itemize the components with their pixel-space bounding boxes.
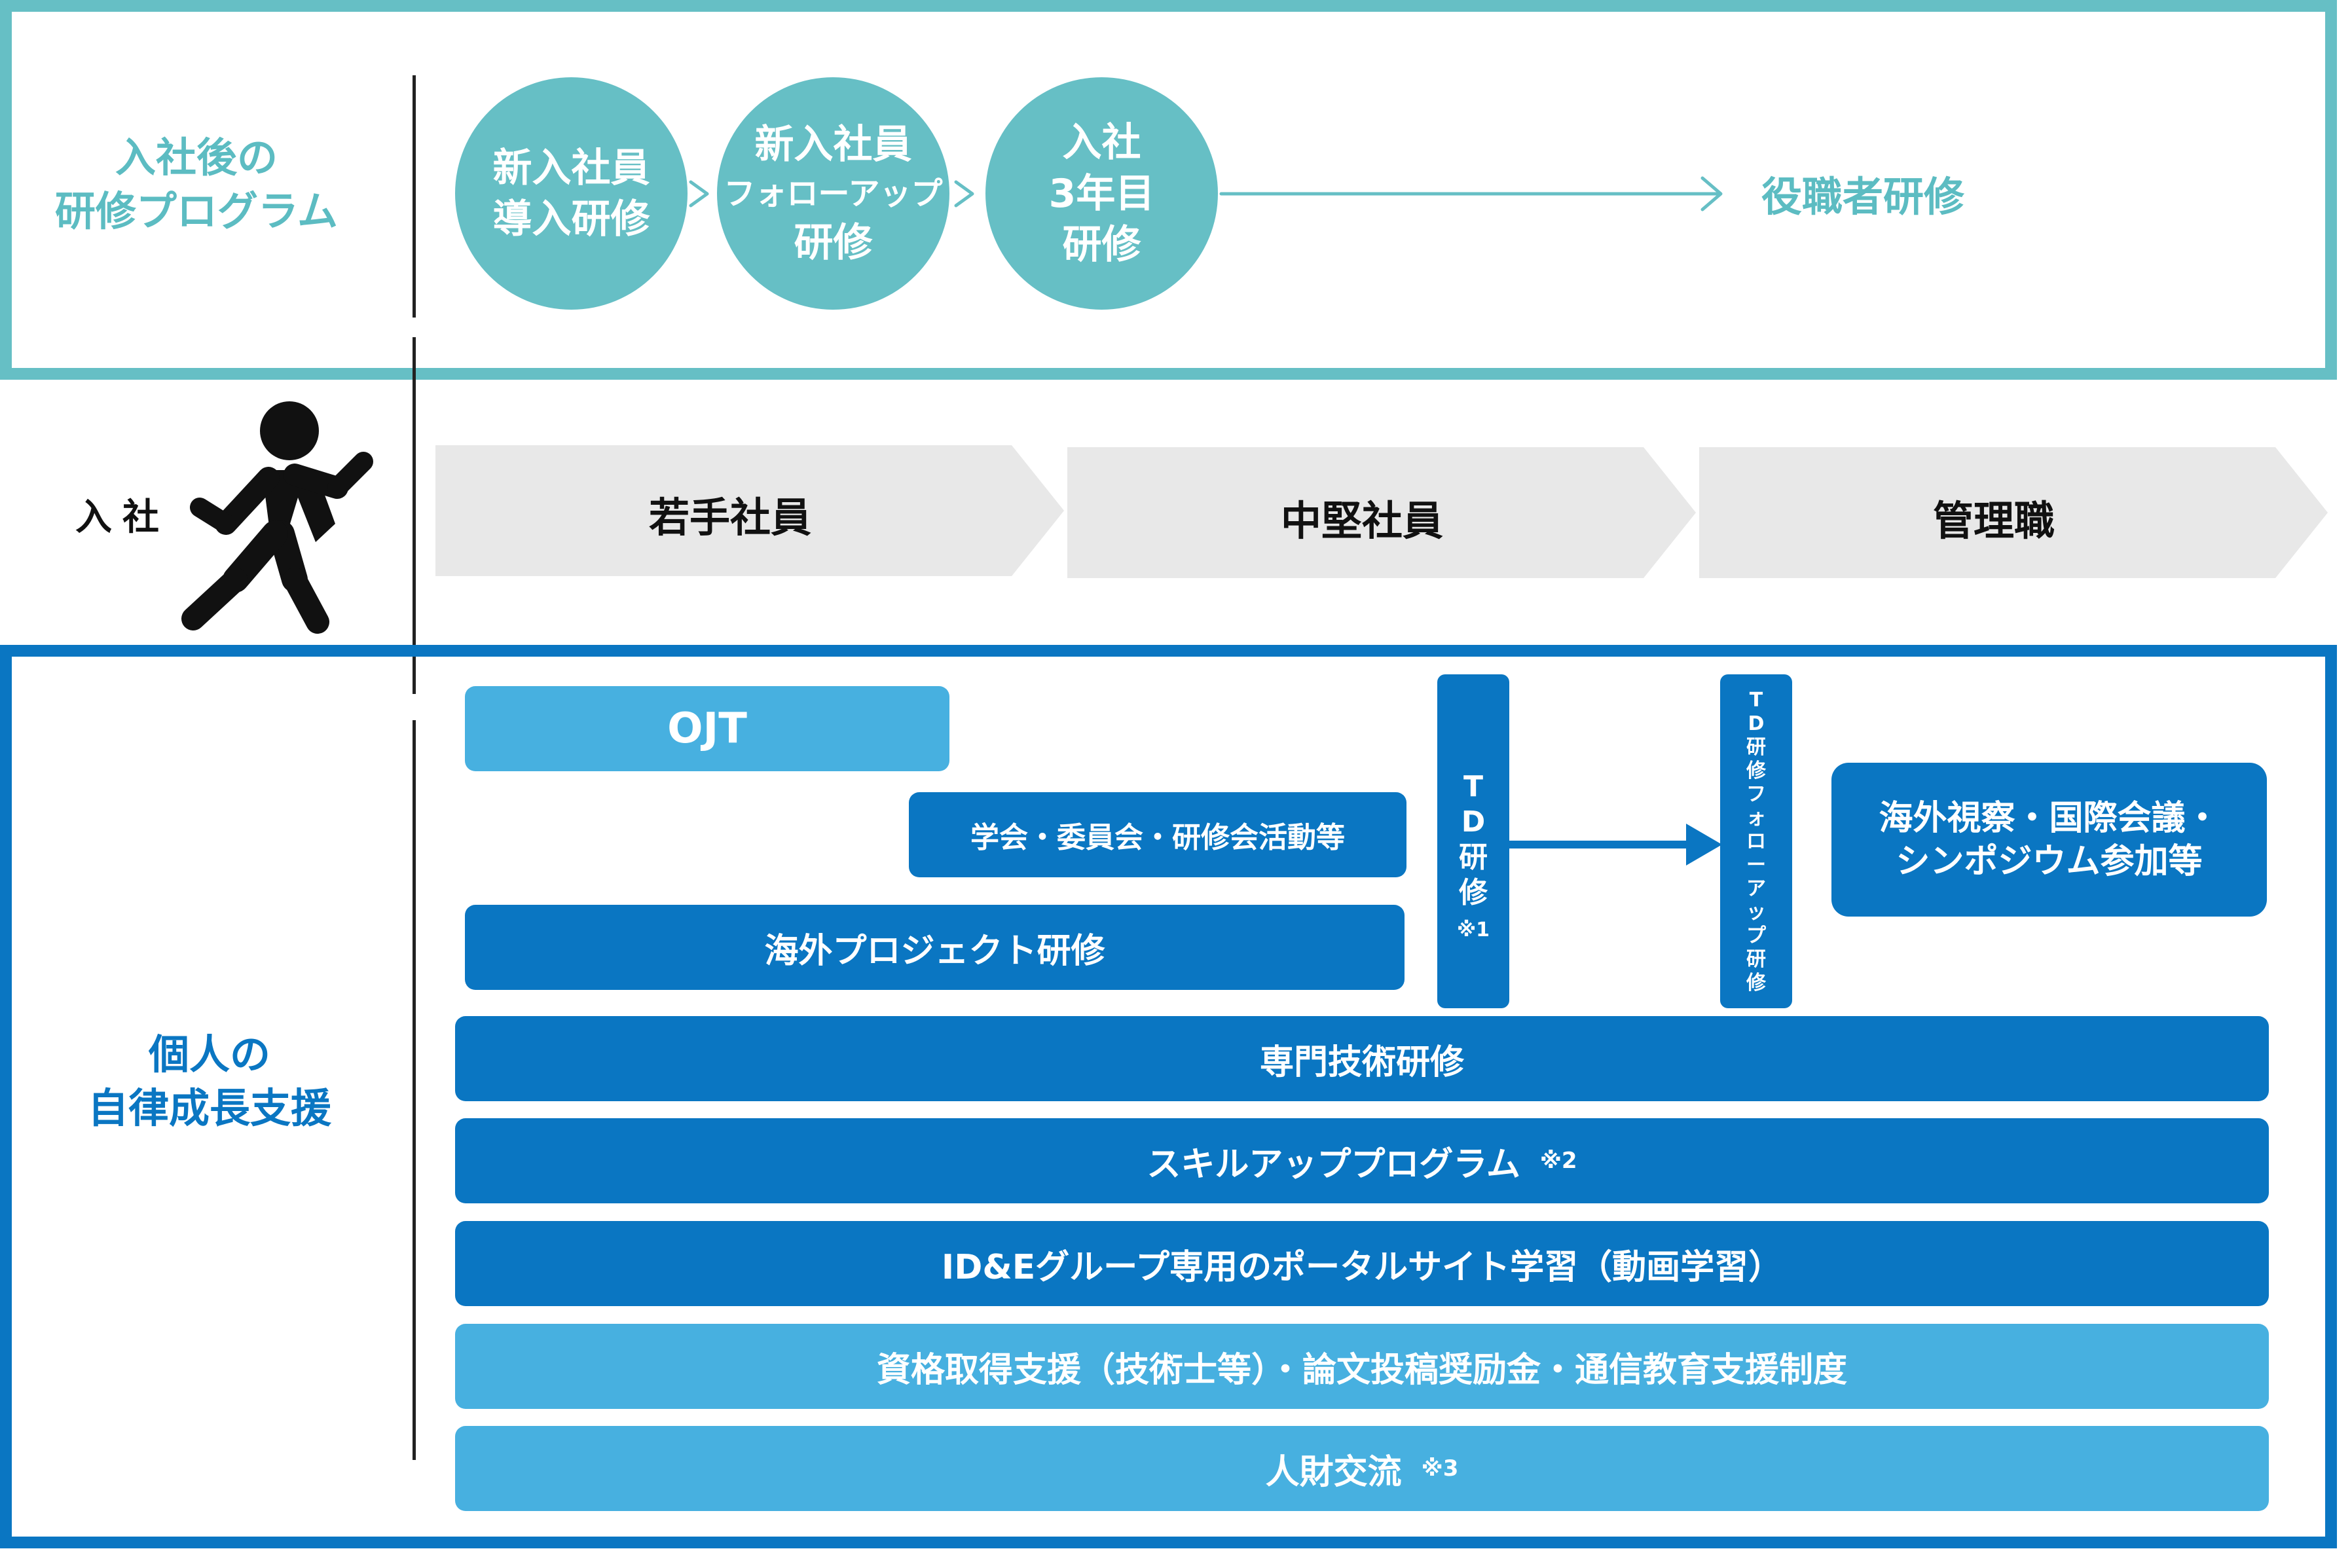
stage-chevron-mid (1067, 447, 1696, 578)
td-follow-char-2: D (1748, 712, 1765, 735)
circle-3-line2: 3年目 (1048, 170, 1155, 217)
td-follow-char-9: ア (1746, 877, 1766, 900)
portal-site-learning-bar: ID&Eグループ専用のポータルサイト学習（動画学習） (455, 1221, 2269, 1306)
td-follow-char-11: プ (1746, 924, 1766, 947)
walking-person-icon (181, 401, 373, 634)
personnel-exchange-label: 人財交流 (1265, 1452, 1402, 1492)
td-follow-char-6: ォ (1746, 807, 1766, 830)
stage-mid-label: 中堅社員 (1280, 497, 1443, 545)
overseas-conference-bar: 海外視察・国際会議・ シンポジウム参加等 (1831, 763, 2267, 917)
td-follow-char-10: ッ (1746, 901, 1766, 924)
academic-activities-label: 学会・委員会・研修会活動等 (970, 821, 1345, 854)
overseas-conference-line1: 海外視察・国際会議・ (1879, 798, 2220, 838)
qualification-support-label: 資格取得支援（技術士等）・論文投稿奨励金・通信教育支援制度 (876, 1350, 1847, 1390)
td-followup-bar: T D 研 修 フ ォ ロ ー ア ッ プ 研 修 (1720, 674, 1792, 1008)
arrow-chevron-2 (954, 180, 974, 208)
qualification-support-bar: 資格取得支援（技術士等）・論文投稿奨励金・通信教育支援制度 (455, 1324, 2269, 1409)
td-char-4: 修 (1459, 876, 1488, 909)
circle-1-line1: 新入社員 (492, 145, 650, 191)
td-follow-char-13: 修 (1746, 972, 1766, 994)
personnel-exchange-note: ※3 (1421, 1455, 1459, 1482)
stage-young-label: 若手社員 (648, 494, 811, 541)
td-follow-char-8: ー (1746, 854, 1766, 877)
self-growth-support-frame (0, 645, 2337, 1548)
circle-1-line2: 導入研修 (492, 196, 650, 242)
ojt-label: OJT (667, 704, 747, 753)
circle-new-employee-followup: 新入社員 フォローアップ 研修 (717, 77, 949, 310)
skill-up-program-label: スキルアッププログラム (1147, 1144, 1520, 1184)
arrow-head-to-managers (1700, 176, 1723, 211)
skill-up-program-bar: スキルアッププログラム ※2 (455, 1118, 2269, 1203)
td-followup-arrow (1509, 824, 1722, 866)
circle-2-line3: 研修 (794, 219, 873, 266)
td-follow-char-3: 研 (1746, 736, 1766, 759)
personnel-exchange-bar: 人財交流 ※3 (455, 1426, 2269, 1511)
td-follow-char-4: 修 (1746, 759, 1766, 782)
td-follow-char-7: ロ (1746, 830, 1766, 853)
td-char-1: T (1463, 770, 1483, 803)
stage-chevron-young (435, 445, 1064, 576)
self-growth-label-line2: 自律成長支援 (87, 1084, 331, 1132)
self-growth-label-line1: 個人の (148, 1030, 270, 1078)
circle-2-line2: フォローアップ (724, 175, 943, 212)
overseas-conference-line2: シンポジウム参加等 (1896, 841, 2203, 881)
skill-up-program-note: ※2 (1539, 1148, 1577, 1174)
circle-2-line1: 新入社員 (754, 121, 912, 168)
middle-divider-line (413, 337, 416, 694)
circle-3-line1: 入社 (1062, 119, 1141, 166)
specialized-tech-training-bar: 専門技術研修 (455, 1016, 2269, 1101)
post-entry-label-line1: 入社後の (115, 134, 278, 181)
post-entry-label-line2: 研修プログラム (54, 187, 339, 235)
ojt-bar: OJT (465, 686, 949, 771)
arrow-chevron-1 (689, 180, 709, 208)
td-note: ※1 (1456, 919, 1490, 941)
stage-manager-label: 管理職 (1932, 497, 2055, 545)
self-growth-support-label: 個人の 自律成長支援 (46, 1028, 373, 1135)
post-entry-training-label: 入社後の 研修プログラム (39, 131, 354, 238)
circle-3-line3: 研修 (1062, 221, 1141, 268)
td-follow-char-5: フ (1746, 783, 1766, 806)
post-entry-training-frame (0, 0, 2337, 380)
overseas-project-bar: 海外プロジェクト研修 (465, 905, 1405, 990)
join-company-label: 入社 (75, 496, 170, 539)
td-follow-char-1: T (1749, 689, 1763, 712)
td-char-2: D (1461, 805, 1486, 839)
managers-training-label: 役職者研修 (1761, 173, 1965, 221)
td-char-3: 研 (1459, 841, 1488, 874)
bottom-divider-line (413, 720, 416, 1460)
portal-site-learning-label: ID&Eグループ専用のポータルサイト学習（動画学習） (941, 1247, 1783, 1287)
td-training-bar: T D 研 修 ※1 (1437, 674, 1509, 1008)
circle-third-year: 入社 3年目 研修 (985, 77, 1218, 310)
specialized-tech-training-label: 専門技術研修 (1259, 1042, 1464, 1082)
stage-chevron-manager (1699, 447, 2328, 578)
top-divider-line (413, 75, 416, 318)
academic-activities-bar: 学会・委員会・研修会活動等 (909, 792, 1406, 877)
circle-new-employee-intro: 新入社員 導入研修 (455, 77, 688, 310)
td-follow-char-12: 研 (1746, 948, 1766, 971)
top-arrows (689, 176, 1723, 211)
overseas-project-label: 海外プロジェクト研修 (764, 931, 1105, 971)
